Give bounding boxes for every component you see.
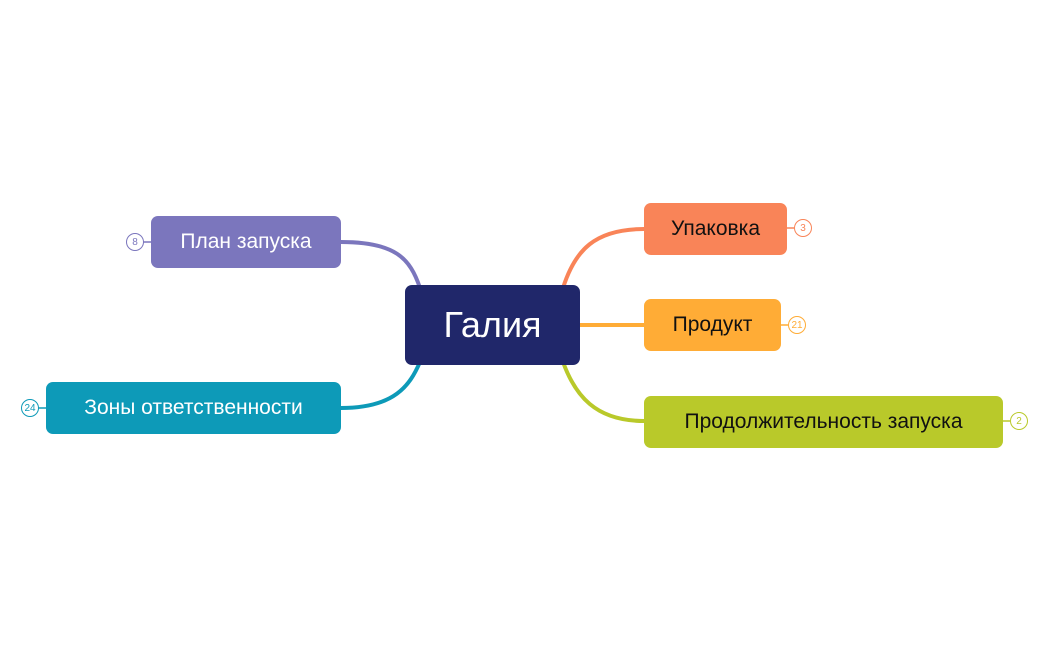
link-plan <box>340 240 422 289</box>
collapsed-count-badge[interactable]: 21 <box>788 316 806 334</box>
collapsed-count-badge[interactable]: 24 <box>21 399 39 417</box>
topic-product[interactable]: Продукт <box>644 299 781 351</box>
central-topic[interactable]: Галия <box>405 285 580 365</box>
topic-label: Продолжительность запуска <box>684 410 963 433</box>
topic-label: Зоны ответственности <box>84 396 303 419</box>
topic-launch-plan[interactable]: План запуска <box>151 216 341 268</box>
collapsed-count-badge[interactable]: 2 <box>1010 412 1028 430</box>
topic-label: Упаковка <box>670 217 761 240</box>
topic-label: План запуска <box>180 230 312 253</box>
link-packaging <box>561 227 645 289</box>
topic-responsibility-zones[interactable]: Зоны ответственности <box>46 382 341 434</box>
collapsed-count-badge[interactable]: 3 <box>794 219 812 237</box>
collapsed-count-badge[interactable]: 8 <box>126 233 144 251</box>
topic-label: Продукт <box>672 313 753 336</box>
link-zones <box>340 361 422 410</box>
central-topic-label: Галия <box>443 304 542 345</box>
topic-packaging[interactable]: Упаковка <box>644 203 787 255</box>
link-duration <box>561 361 645 423</box>
topic-launch-duration[interactable]: Продолжительность запуска <box>644 396 1003 448</box>
